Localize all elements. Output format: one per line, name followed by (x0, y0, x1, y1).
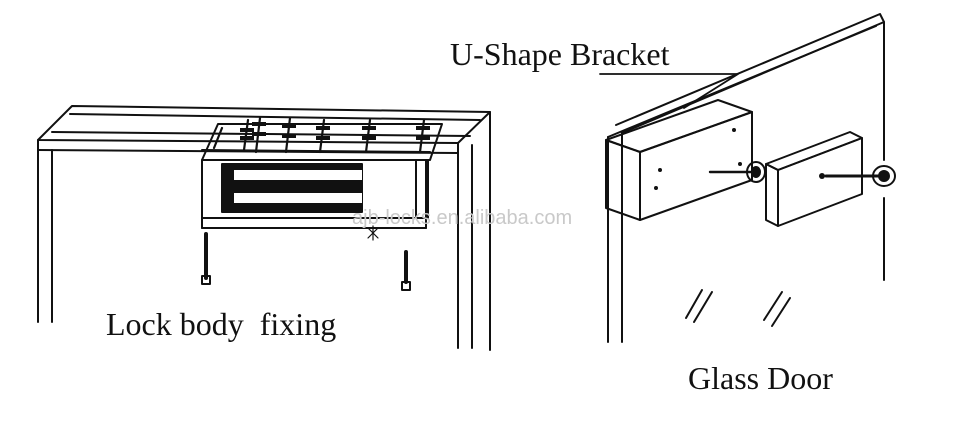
u-shape-bracket-label: U-Shape Bracket (450, 36, 670, 72)
glass-hatch-marks (686, 290, 790, 326)
fixing-bolts (202, 226, 410, 290)
armature-plate (766, 132, 895, 226)
glass-door-label: Glass Door (688, 360, 833, 396)
bracket-leader-line (600, 74, 738, 108)
u-shape-bracket (606, 100, 765, 220)
watermark: ajb-locks.en.alibaba.com (352, 207, 573, 229)
lock-body-fixing-label: Lock body fixing (106, 306, 337, 342)
lock-body (202, 118, 442, 228)
